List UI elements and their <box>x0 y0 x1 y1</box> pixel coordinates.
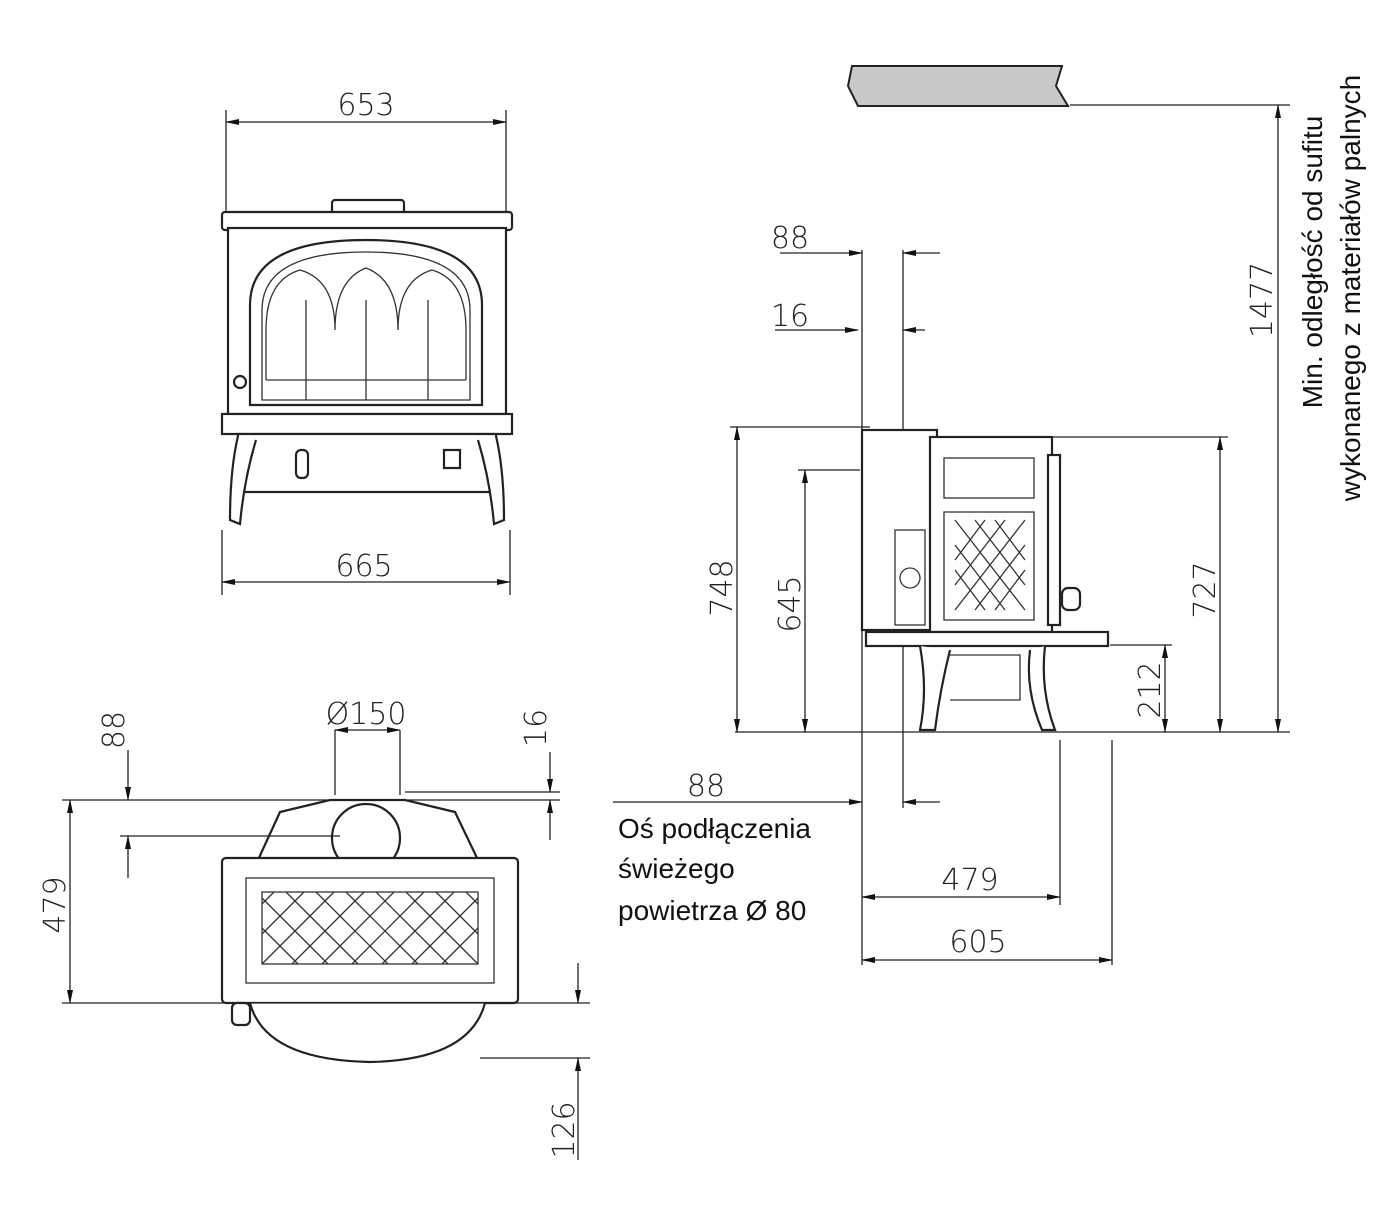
dim-flue-diameter: Ø150 <box>326 697 407 732</box>
dim-top-depth: 479 <box>38 876 73 933</box>
air-note-line1: Oś podłączenia <box>618 813 811 844</box>
stove-side-drawing <box>860 428 1110 732</box>
dim-flue-offset-small: 16 <box>771 299 809 334</box>
dim-depth-body: 479 <box>941 863 998 898</box>
air-note-line3: powietrza Ø 80 <box>618 895 806 926</box>
stove-front-drawing <box>220 198 514 526</box>
dim-depth-total: 605 <box>949 925 1006 960</box>
dim-top-flue-offset: 88 <box>97 711 132 749</box>
ceiling-symbol <box>846 65 1070 107</box>
dim-top-height: 727 <box>1188 561 1223 618</box>
dim-ceiling-clearance: 1477 <box>1245 262 1280 338</box>
dim-base-width: 665 <box>335 549 392 584</box>
top-view: Ø150 479 88 16 126 <box>38 697 590 1160</box>
dim-top-small-offset: 16 <box>519 709 554 747</box>
side-view: 88 16 748 645 727 212 1477 Min. odległoś… <box>613 65 1366 965</box>
dim-top-width: 653 <box>337 88 394 123</box>
stove-top-drawing <box>220 798 520 1064</box>
dim-flue-height: 645 <box>773 575 808 632</box>
dim-air-inlet-height: 212 <box>1133 661 1168 718</box>
ceiling-note-line1: Min. odległość od sufitu <box>1297 116 1328 409</box>
ceiling-note-line2: wykonanego z materiałów palnych <box>1335 75 1366 502</box>
front-view: 653 665 <box>220 88 514 595</box>
dim-front-projection: 126 <box>547 1101 582 1158</box>
air-note-line2: świeżego <box>618 853 735 884</box>
dim-flue-offset-top: 88 <box>771 221 809 256</box>
dim-total-height: 748 <box>705 559 740 616</box>
dim-air-axis-offset: 88 <box>687 769 725 804</box>
